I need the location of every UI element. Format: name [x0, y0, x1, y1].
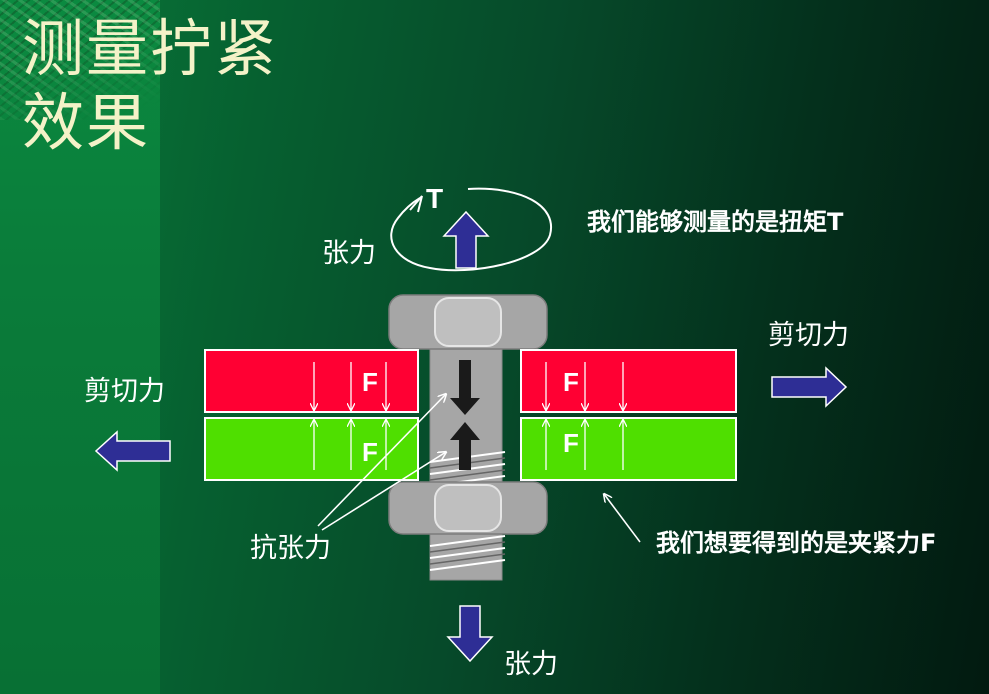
slide-title: 测量拧紧 效果 — [22, 12, 279, 159]
anti-tension-label: 抗张力 — [250, 533, 331, 564]
tension-label-bottom: 张力 — [504, 649, 558, 680]
clamp-force-arrows-upper — [314, 362, 623, 410]
tension-up-arrow-icon — [442, 210, 490, 269]
torque-rotation-icon — [390, 187, 553, 272]
clamp-force-pointer — [604, 494, 641, 543]
shear-label-right: 剪切力 — [768, 320, 849, 351]
lower-plate-left — [204, 417, 419, 481]
nut — [388, 481, 548, 535]
anti-tension-pointers — [317, 394, 446, 531]
upper-plate-right — [520, 349, 737, 413]
upper-plate-left — [204, 349, 419, 413]
internal-tension-arrows — [450, 360, 480, 470]
force-label-upper-left: F — [362, 367, 378, 397]
force-label-lower-right: F — [563, 428, 579, 458]
shear-right-arrow-icon — [771, 366, 848, 408]
torque-symbol: T — [426, 183, 443, 214]
bolt-head — [388, 294, 548, 350]
tension-down-arrow-icon — [446, 605, 494, 663]
clamp-force-arrows-lower — [314, 420, 623, 470]
measure-statement: 我们能够测量的是扭矩T — [587, 208, 844, 236]
goal-statement: 我们想要得到的是夹紧力F — [656, 529, 937, 557]
shear-label-left: 剪切力 — [84, 376, 165, 407]
force-label-lower-left: F — [362, 437, 378, 467]
shear-left-arrow-icon — [94, 430, 171, 472]
force-label-upper-right: F — [563, 367, 579, 397]
lower-plate-right — [520, 417, 737, 481]
left-decor-strip — [0, 0, 160, 694]
tension-label-top: 张力 — [322, 238, 376, 269]
corner-texture — [0, 0, 160, 120]
